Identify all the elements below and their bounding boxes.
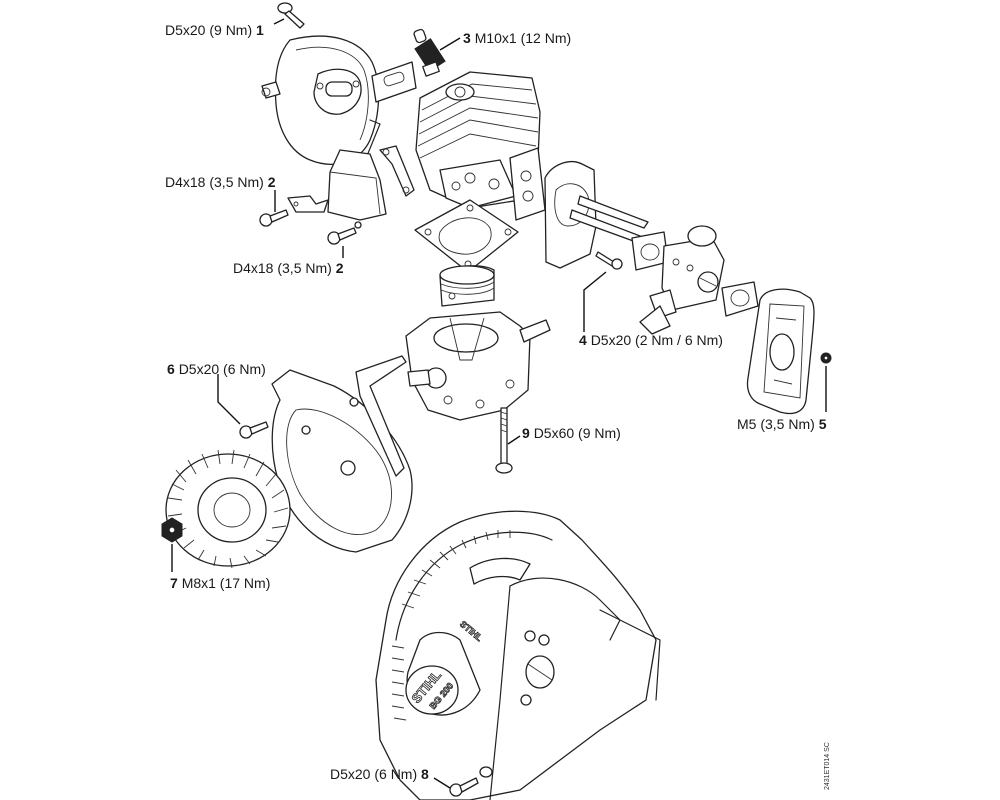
callout-5-number: 5 (818, 416, 827, 432)
spark-plug-3 (413, 29, 460, 76)
fan-housing (272, 356, 412, 552)
engine-shroud: STIHL BG 200 STIHL (376, 511, 660, 800)
exhaust-gasket (372, 62, 416, 102)
callout-8-number: 8 (421, 766, 429, 782)
callout-7: 7 M8x1 (17 Nm) (170, 575, 270, 591)
callout-2-lower-spec: D4x18 (3,5 Nm) (233, 260, 332, 276)
callout-7-number: 7 (170, 575, 178, 591)
callout-1-spec: D5x20 (9 Nm) (165, 22, 253, 38)
callout-4-spec: D5x20 (2 Nm / 6 Nm) (590, 332, 723, 348)
callout-1: D5x20 (9 Nm) 1 (165, 22, 264, 38)
callout-8-spec: D5x20 (6 Nm) (330, 766, 418, 782)
callout-8: D5x20 (6 Nm) 8 (330, 766, 429, 782)
callout-4: 4 D5x20 (2 Nm / 6 Nm) (579, 332, 723, 348)
callout-2-upper-number: 2 (267, 174, 276, 190)
callout-7-spec: M8x1 (17 Nm) (181, 575, 271, 591)
screw-9 (496, 408, 520, 473)
control-panel (521, 631, 554, 705)
flywheel (166, 450, 290, 568)
callout-1-number: 1 (256, 22, 264, 38)
callout-9-number: 9 (522, 425, 530, 441)
screw-4 (584, 252, 622, 332)
callout-5: M5 (3,5 Nm) 5 (737, 416, 826, 432)
callout-2-upper-spec: D4x18 (3,5 Nm) (165, 174, 264, 190)
callout-2-lower: D4x18 (3,5 Nm) 2 (233, 260, 344, 276)
callout-4-number: 4 (579, 332, 587, 348)
screw-2-upper (260, 190, 288, 226)
air-filter-gasket (722, 282, 758, 316)
piston (440, 266, 494, 306)
callout-6: 6 D5x20 (6 Nm) (167, 361, 266, 377)
callout-3-number: 3 (463, 30, 471, 46)
callout-3: 3 M10x1 (12 Nm) (463, 30, 571, 46)
air-filter-base (748, 289, 815, 413)
callout-5-spec: M5 (3,5 Nm) (737, 416, 815, 432)
callout-9: 9 D5x60 (9 Nm) (522, 425, 621, 441)
ignition-module (288, 120, 414, 220)
carburetor (640, 226, 724, 334)
cylinder-base-gasket (415, 200, 518, 272)
callout-3-spec: M10x1 (12 Nm) (474, 30, 572, 46)
intake-gasket (510, 148, 545, 220)
muffler (262, 36, 379, 164)
callout-2-upper: D4x18 (3,5 Nm) 2 (165, 174, 276, 190)
screw-1 (274, 3, 304, 28)
callout-2-lower-number: 2 (335, 260, 344, 276)
callout-9-spec: D5x60 (9 Nm) (533, 425, 621, 441)
callout-6-spec: D5x20 (6 Nm) (178, 361, 266, 377)
crankcase (406, 312, 550, 420)
nut-5 (821, 353, 831, 412)
screw-2-lower (328, 222, 361, 258)
intake-flange (545, 162, 648, 268)
screw-8 (434, 778, 478, 796)
drawing-code: 2431ET014 SC (824, 742, 831, 790)
callout-6-number: 6 (167, 361, 175, 377)
screw-6 (218, 374, 268, 438)
nut-7 (162, 518, 182, 572)
